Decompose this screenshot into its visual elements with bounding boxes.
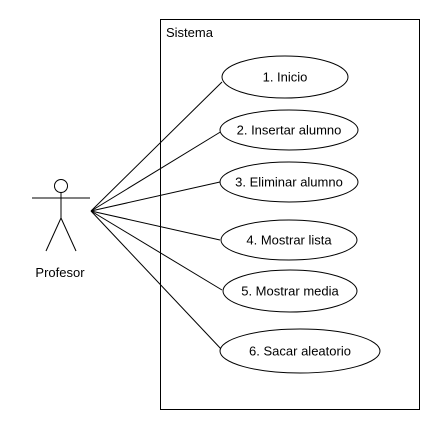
use-case-ellipse	[222, 269, 358, 313]
use-case: 1. Inicio	[221, 55, 349, 99]
use-case: 4. Mostrar lista	[220, 219, 358, 261]
use-case: 2. Insertar alumno	[219, 109, 359, 151]
use-case-ellipse	[220, 219, 358, 261]
use-case-label: 5. Mostrar media	[241, 284, 339, 299]
use-case-label: 4. Mostrar lista	[246, 233, 332, 248]
use-case-ellipse	[221, 55, 349, 99]
use-case-label: 2. Insertar alumno	[237, 123, 342, 138]
use-case-ellipse	[219, 109, 359, 151]
actor-profesor	[32, 179, 90, 252]
association-line	[90, 81, 223, 212]
association-line	[90, 181, 221, 212]
use-case-label: 6. Sacar aleatorio	[249, 344, 351, 359]
associations	[90, 81, 223, 351]
association-line	[90, 210, 221, 241]
actor-label: Profesor	[35, 265, 85, 280]
use-case-label: 1. Inicio	[263, 70, 308, 85]
association-line	[90, 210, 223, 351]
association-line	[90, 210, 223, 291]
association-line	[90, 130, 223, 212]
use-case-label: 3. Eliminar alumno	[235, 175, 343, 190]
use-case-ellipse	[219, 328, 381, 374]
system-title: Sistema	[166, 25, 214, 40]
actor-head	[54, 179, 68, 193]
actor-right-leg	[60, 217, 77, 252]
use-case: 6. Sacar aleatorio	[219, 328, 381, 374]
actor-left-leg	[45, 217, 62, 252]
use-case: 5. Mostrar media	[222, 269, 358, 313]
use-case: 3. Eliminar alumno	[219, 161, 359, 203]
use-case-ellipse	[219, 161, 359, 203]
